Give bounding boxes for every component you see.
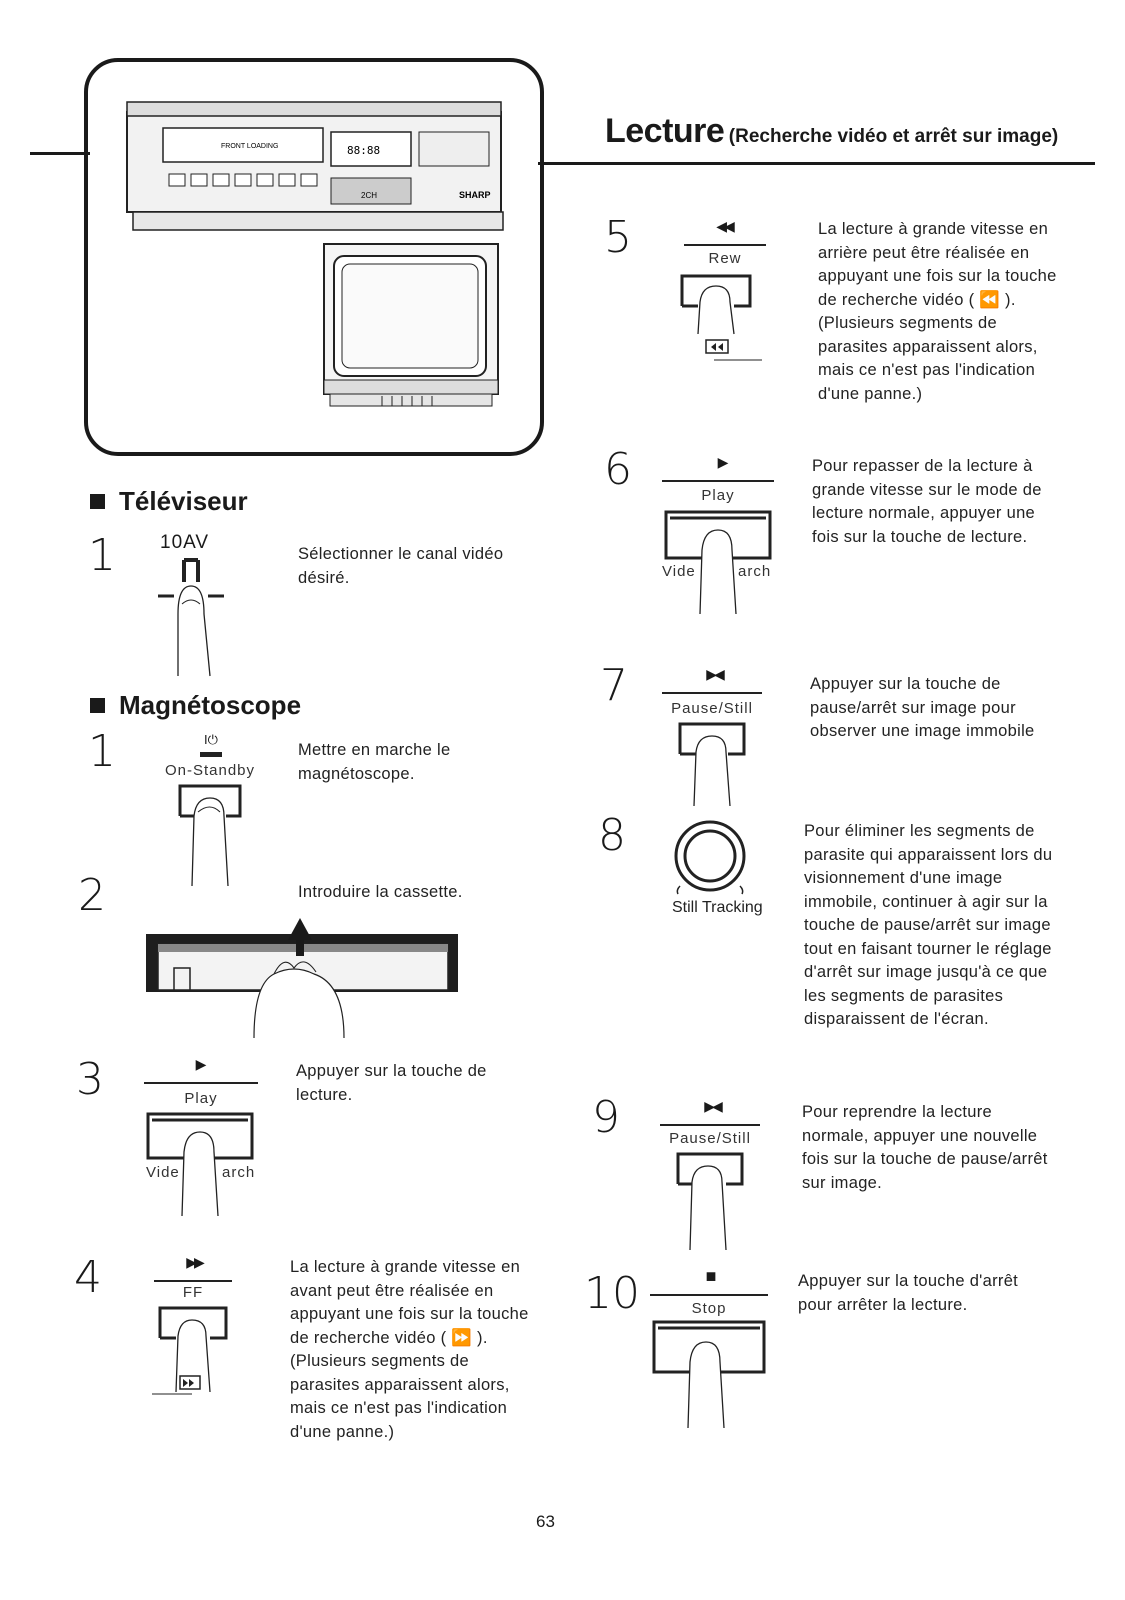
vcr-step4-text: La lecture à grande vitesse en avant peu… xyxy=(290,1258,529,1441)
pause-still-button-finger-icon xyxy=(676,1152,744,1251)
vcr-step2-text: Introduire la cassette. xyxy=(298,883,463,901)
section-televiseur-title: Téléviseur xyxy=(119,486,248,516)
pause-still-label-underline xyxy=(662,692,762,694)
pause-still-icon: ▶◀ xyxy=(706,666,725,682)
rewind-icon: ◀◀ xyxy=(716,218,735,234)
pause-still-label-underline xyxy=(660,1124,760,1126)
pause-still-button-finger-icon xyxy=(678,722,746,807)
bullet-icon xyxy=(90,494,105,509)
stop-label: Stop xyxy=(691,1300,727,1317)
tv-10av-button-finger-icon xyxy=(158,558,224,677)
section-televiseur: Téléviseur xyxy=(90,486,248,517)
stop-button-finger-icon xyxy=(652,1320,766,1429)
pause-still-label: Pause/Still xyxy=(671,700,753,717)
play-button-finger-icon xyxy=(146,1112,254,1217)
rew-label-underline xyxy=(684,244,766,246)
stop-label-underline xyxy=(650,1294,768,1296)
vcr-step4-number: 4 xyxy=(74,1252,102,1303)
pause-still-icon: ▶◀ xyxy=(704,1098,723,1114)
vcr-illustration: FRONT LOADING 88:88 SHARP 2CH xyxy=(126,101,504,231)
vcr-display: 88:88 xyxy=(347,144,380,157)
play-sub-right: arch xyxy=(738,563,772,580)
rew-label: Rew xyxy=(708,250,742,267)
vcr-logo: SHARP xyxy=(459,190,491,200)
play-label-underline xyxy=(144,1082,258,1084)
play-sub-left: Vide xyxy=(146,1164,180,1181)
tv-step-text: Sélectionner le canal vidéo désiré. xyxy=(298,545,504,587)
bullet-icon xyxy=(90,698,105,713)
power-icon: I⏻ xyxy=(204,732,218,747)
section-magnetoscope: Magnétoscope xyxy=(90,690,301,721)
step8-text: Pour éliminer les segments de parasite q… xyxy=(804,822,1053,1028)
play-button-finger-icon xyxy=(664,510,772,615)
fast-forward-icon: ▶▶ xyxy=(186,1254,205,1270)
play-label: Play xyxy=(701,487,735,504)
vcr-step1-text: Mettre en marche le magnétoscope. xyxy=(298,741,451,783)
section-magnetoscope-title: Magnétoscope xyxy=(119,690,302,720)
step7-text: Appuyer sur la touche de pause/arrêt sur… xyxy=(810,675,1035,740)
top-left-rule xyxy=(30,152,90,155)
play-sub-right: arch xyxy=(222,1164,256,1181)
step8-number: 8 xyxy=(598,810,626,861)
power-symbol-bar xyxy=(200,752,222,757)
step10-number: 10 xyxy=(584,1268,640,1319)
still-tracking-label: Still Tracking xyxy=(672,899,763,916)
vcr-step2-number: 2 xyxy=(78,870,106,921)
title-main: Lecture xyxy=(605,112,725,150)
cassette-insert-illustration xyxy=(146,918,458,1039)
step6-number: 6 xyxy=(604,444,632,495)
rew-button-finger-icon xyxy=(680,274,762,361)
vcr-step3-text: Appuyer sur la touche de lecture. xyxy=(296,1062,487,1104)
play-sub-left: Vide xyxy=(662,563,696,580)
vcr-step3-number: 3 xyxy=(76,1054,104,1105)
step5-text: La lecture à grande vitesse en arrière p… xyxy=(818,220,1057,403)
play-icon: ▶ xyxy=(195,1056,207,1072)
step6-text: Pour repasser de la lecture à grande vit… xyxy=(812,457,1042,546)
step9-number: 9 xyxy=(592,1092,620,1143)
still-tracking-knob-icon xyxy=(674,820,746,895)
illustration-frame xyxy=(84,58,544,456)
play-icon: ▶ xyxy=(717,454,729,470)
play-label: Play xyxy=(184,1090,218,1107)
tv-illustration xyxy=(323,243,499,407)
tv-step-number: 1 xyxy=(88,530,116,581)
step10-text: Appuyer sur la touche d'arrêt pour arrêt… xyxy=(798,1272,1019,1314)
ff-button-finger-icon xyxy=(152,1306,228,1395)
vcr-step1-number: 1 xyxy=(88,726,116,777)
ff-label-underline xyxy=(154,1280,232,1282)
step9-text: Pour reprendre la lecture normale, appuy… xyxy=(802,1103,1048,1192)
stop-icon: ■ xyxy=(705,1266,717,1286)
play-label-underline xyxy=(662,480,774,482)
vcr-2ch-label: 2CH xyxy=(361,191,377,200)
on-standby-button-finger-icon xyxy=(178,784,242,887)
step7-number: 7 xyxy=(600,660,628,711)
ff-label: FF xyxy=(182,1284,204,1301)
on-standby-label: On-Standby xyxy=(164,762,256,779)
title-subtitle: (Recherche vidéo et arrêt sur image) xyxy=(728,126,1059,147)
tv-10av-label: 10AV xyxy=(160,532,210,553)
page-number: 63 xyxy=(536,1512,555,1531)
front-loading-label: FRONT LOADING xyxy=(221,143,278,150)
pause-still-label: Pause/Still xyxy=(669,1130,751,1147)
page-title: Lecture (Recherche vidéo et arrêt sur im… xyxy=(605,112,1058,151)
step5-number: 5 xyxy=(604,212,632,263)
top-right-rule xyxy=(538,162,1095,165)
